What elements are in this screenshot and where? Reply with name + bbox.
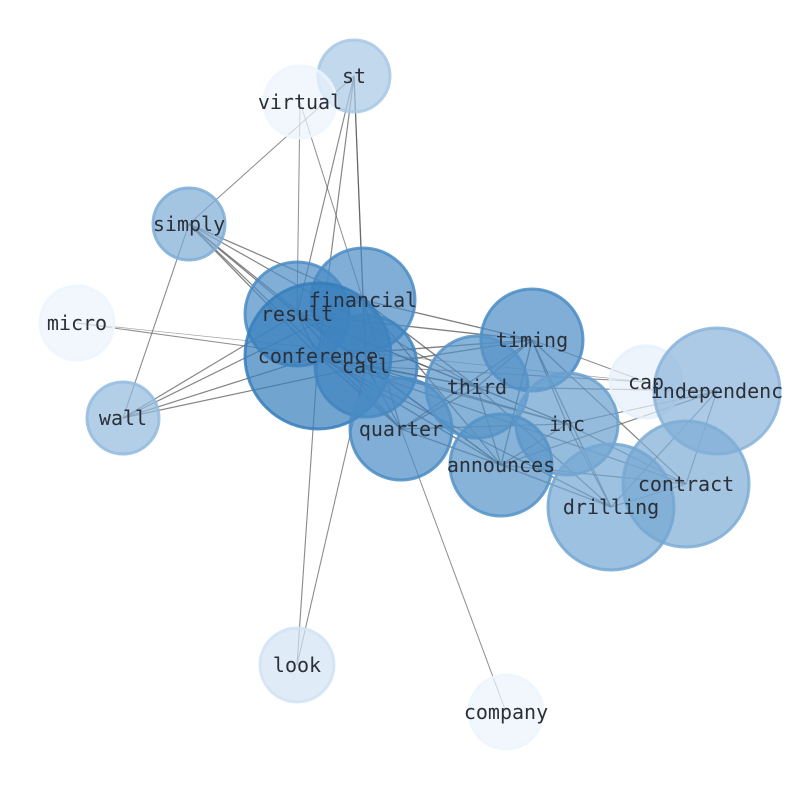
node-label-conference: conference: [258, 344, 378, 368]
node-label-wall: wall: [99, 406, 147, 430]
node-label-look: look: [273, 653, 321, 677]
node-label-contract: contract: [638, 472, 734, 496]
node-label-cap: cap: [628, 370, 664, 394]
node-label-quarter: quarter: [359, 417, 443, 441]
node-announces: [448, 412, 554, 518]
node-wall: [85, 380, 161, 456]
node-label-inc: inc: [549, 412, 585, 436]
node-label-timing: timing: [496, 328, 568, 352]
node-micro: [38, 284, 116, 362]
node-label-micro: micro: [47, 311, 107, 335]
node-label-st: st: [342, 64, 366, 88]
node-virtual: [262, 64, 338, 140]
node-label-call: call: [342, 354, 390, 378]
node-label-financial: financial: [309, 288, 417, 312]
node-label-company: company: [464, 700, 548, 724]
node-label-third: third: [447, 375, 507, 399]
node-label-result: result: [261, 302, 333, 326]
node-company: [467, 673, 545, 751]
node-label-virtual: virtual: [258, 90, 342, 114]
node-label-independence: independenc: [651, 379, 783, 403]
node-drilling: [546, 442, 676, 572]
node-label-announces: announces: [447, 453, 555, 477]
node-simply: [151, 186, 227, 262]
node-label-drilling: drilling: [563, 495, 659, 519]
node-look: [258, 626, 336, 704]
node-label-simply: simply: [153, 212, 225, 236]
node-layer: [38, 38, 782, 751]
